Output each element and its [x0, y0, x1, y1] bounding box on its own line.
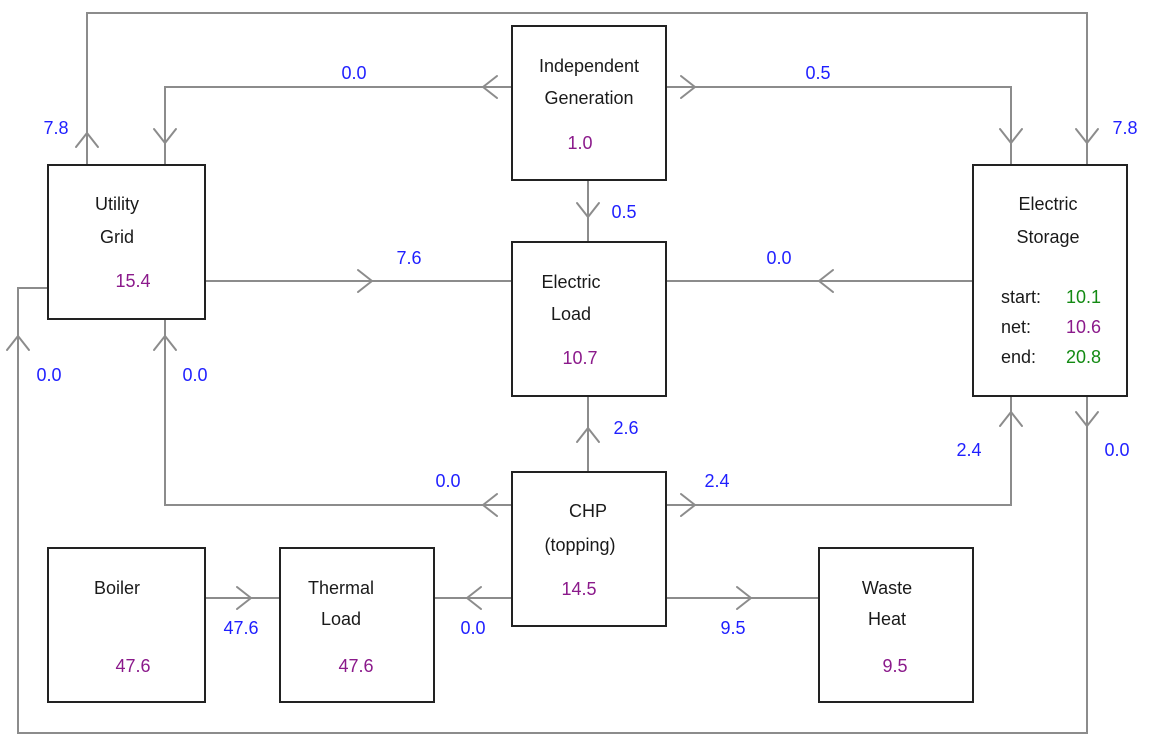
node-value: 1.0: [567, 133, 592, 153]
node-title: Heat: [868, 609, 906, 629]
node-title: CHP: [569, 501, 607, 521]
node-boiler: Boiler 47.6: [47, 547, 206, 703]
storage-end-label: end:: [1001, 347, 1036, 367]
arrow-left-icon: [466, 586, 482, 610]
storage-start-value: 10.1: [1066, 287, 1101, 307]
storage-start-label: start:: [1001, 287, 1041, 307]
node-chp: CHP (topping) 14.5: [511, 471, 667, 627]
flow-label-storage-down: 7.8: [1112, 118, 1137, 138]
connector-chp-storage: [666, 396, 1012, 506]
storage-net-value: 10.6: [1066, 317, 1101, 337]
connector-chp-grid: [164, 319, 512, 506]
node-electric-storage: Electric Storage start: 10.1 net: 10.6 e…: [972, 164, 1128, 397]
arrow-right-icon: [236, 586, 252, 610]
node-title: (topping): [544, 535, 615, 555]
arrow-left-icon: [482, 493, 498, 517]
node-independent-generation: Independent Generation 1.0: [511, 25, 667, 181]
connector-gen-grid: [164, 86, 512, 165]
node-title: Load: [551, 304, 591, 324]
node-title: Generation: [544, 88, 633, 108]
node-utility-grid: Utility Grid 15.4: [47, 164, 206, 320]
arrow-right-icon: [736, 586, 752, 610]
node-title: Boiler: [94, 578, 140, 598]
node-title: Grid: [100, 227, 134, 247]
arrow-up-icon: [576, 427, 600, 443]
node-title: Independent: [539, 56, 639, 76]
flow-label-gen-storage: 0.5: [805, 63, 830, 83]
arrow-left-icon: [818, 269, 834, 293]
flow-label-grid-loop: 0.0: [36, 365, 61, 385]
arrow-down-icon: [153, 128, 177, 144]
arrow-up-icon: [75, 132, 99, 148]
node-waste-heat: Waste Heat 9.5: [818, 547, 974, 703]
connector-grid-storage-top: [86, 12, 1088, 165]
node-title: Load: [321, 609, 361, 629]
arrow-right-icon: [680, 493, 696, 517]
connector-gen-storage: [666, 86, 1012, 165]
flow-label-grid-load: 7.6: [396, 248, 421, 268]
arrow-down-icon: [999, 128, 1023, 144]
connector-storage-grid-bottom: [17, 287, 1088, 734]
node-value: 9.5: [882, 656, 907, 676]
node-title: Electric: [541, 272, 600, 292]
node-title: Storage: [1016, 227, 1079, 247]
flow-label-storage-in: 2.4: [956, 440, 981, 460]
flow-label-chp-grid: 0.0: [435, 471, 460, 491]
storage-end-value: 20.8: [1066, 347, 1101, 367]
flow-label-chp-load: 2.6: [613, 418, 638, 438]
node-title: Utility: [95, 194, 139, 214]
flow-labels: 0.0 0.5 7.8 7.8 0.5 7.6 0.0 0.0 0.0 2.6 …: [36, 63, 1137, 638]
arrow-down-icon: [1075, 128, 1099, 144]
node-title: Waste: [862, 578, 912, 598]
arrow-up-icon: [153, 335, 177, 351]
arrow-left-icon: [482, 75, 498, 99]
node-title: Thermal: [308, 578, 374, 598]
flow-label-grid-up: 7.8: [43, 118, 68, 138]
node-value: 47.6: [338, 656, 373, 676]
flow-label-storage-out: 0.0: [1104, 440, 1129, 460]
node-title: Electric: [1018, 194, 1077, 214]
flow-label-boiler-thermal: 47.6: [223, 618, 258, 638]
node-value: 47.6: [115, 656, 150, 676]
node-value: 10.7: [562, 348, 597, 368]
node-value: 14.5: [561, 579, 596, 599]
flow-label-chp-storage: 2.4: [704, 471, 729, 491]
arrow-right-icon: [680, 75, 696, 99]
storage-net-label: net:: [1001, 317, 1031, 337]
arrow-up-icon: [999, 411, 1023, 427]
arrow-right-icon: [357, 269, 373, 293]
flow-label-gen-load: 0.5: [611, 202, 636, 222]
arrow-heads: [6, 75, 1099, 610]
node-electric-load: Electric Load 10.7: [511, 241, 667, 397]
flow-label-gen-grid: 0.0: [341, 63, 366, 83]
flow-label-storage-load: 0.0: [766, 248, 791, 268]
flow-label-grid-bottom: 0.0: [182, 365, 207, 385]
arrow-down-icon: [1075, 411, 1099, 427]
node-thermal-load: Thermal Load 47.6: [279, 547, 435, 703]
arrow-down-icon: [576, 202, 600, 218]
flow-label-chp-thermal: 0.0: [460, 618, 485, 638]
node-value: 15.4: [115, 271, 150, 291]
flow-label-chp-waste: 9.5: [720, 618, 745, 638]
arrow-up-icon: [6, 335, 30, 351]
